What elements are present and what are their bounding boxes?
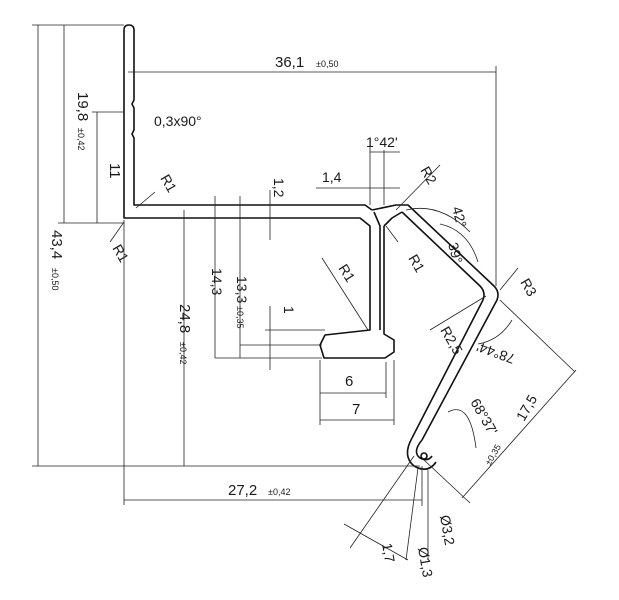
dimension-labels: 36,1 ±0,50 43,4 ±0,50 19,8 ±0,42 11 0,3x…	[48, 54, 540, 579]
label-lip-inner: 11	[106, 163, 123, 179]
label-foot-thickness: 1	[281, 306, 297, 314]
profile-outline	[123, 24, 499, 470]
label-angle-7844: 78°44'	[475, 339, 518, 368]
label-chamfer: 0,3x90°	[154, 113, 202, 129]
label-lip-height: 19,8	[74, 92, 91, 121]
label-height-248-tol: ±0,42	[178, 342, 188, 364]
label-r1-left: R1	[109, 242, 132, 266]
label-height-total: 43,4	[48, 230, 65, 259]
label-r2: R2	[417, 164, 440, 188]
label-web-thickness: 1,2	[271, 178, 287, 198]
label-dia-13: Ø1,3	[415, 546, 436, 579]
label-height-total-tol: ±0,50	[50, 268, 60, 290]
label-foot-6: 6	[345, 373, 353, 390]
label-width-total-tol: ±0,50	[316, 59, 338, 69]
label-height-143: 14,3	[209, 268, 225, 295]
label-foot-7: 7	[352, 401, 360, 418]
label-height-133: 13,3	[234, 276, 250, 303]
label-r25: R2,5	[437, 324, 466, 358]
label-height-248: 24,8	[176, 304, 193, 333]
label-angle-39: 39°	[445, 241, 466, 266]
label-angle-42: 42°	[449, 205, 470, 230]
label-lip-height-tol: ±0,42	[76, 128, 86, 150]
label-dia-32: Ø3,2	[437, 514, 458, 547]
label-width-total: 36,1	[275, 54, 304, 71]
label-rib-angle: 1°42'	[366, 134, 398, 150]
label-height-133-tol: ±0,35	[235, 306, 245, 328]
label-r3: R3	[517, 276, 540, 300]
label-r1-inner: R1	[335, 261, 358, 285]
label-angle-6837: 68°37'	[467, 396, 501, 438]
label-r1-right: R1	[405, 252, 428, 276]
label-rib-thickness: 1,4	[322, 169, 342, 185]
label-gap-17: 1,7	[379, 542, 398, 564]
label-base-272: 27,2	[228, 482, 257, 499]
label-leg-175: 17,5	[513, 392, 541, 424]
dimension-lines	[32, 24, 577, 561]
label-base-272-tol: ±0,42	[268, 487, 290, 497]
label-r1-top: R1	[157, 172, 180, 196]
